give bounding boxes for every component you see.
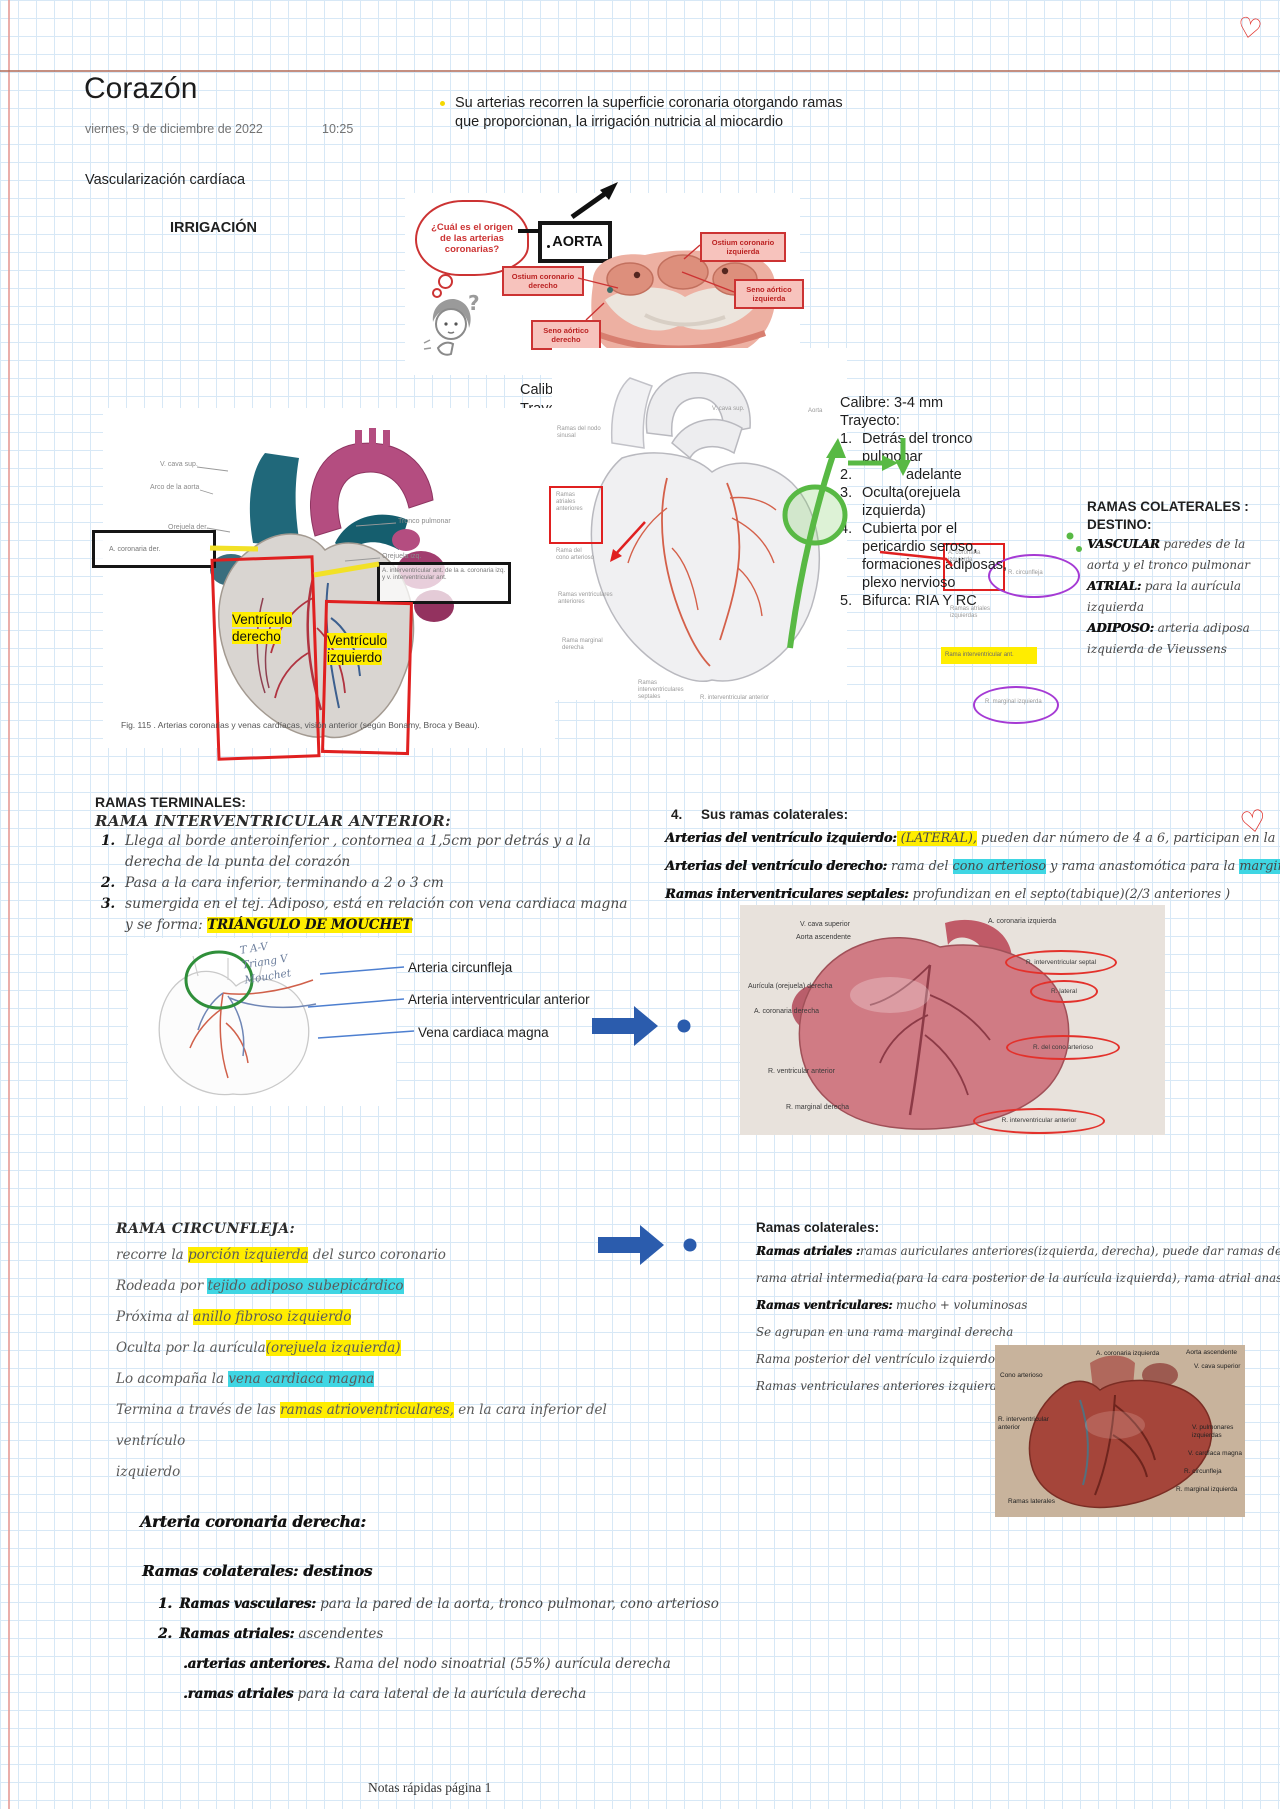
photo-label-coron-der: A. coronaria derecha <box>754 1008 819 1015</box>
label-seno-izquierdo: Seno aórtico izquierda <box>734 279 804 309</box>
thought-bubble-tail <box>438 274 453 289</box>
sketch-label-b2: R. interventricular anterior <box>700 695 770 701</box>
small-heart-photo <box>995 1345 1245 1517</box>
photo-ellipse-1: R. interventricular septal <box>1005 950 1117 975</box>
sketch-label-r4: Rama interventricular ant. <box>945 652 1014 658</box>
label-seno-derecho: Seno aórtico derecho <box>531 320 601 350</box>
circunfleja-block: RAMA CIRCUNFLEJA: recorre la porción izq… <box>116 1221 607 1480</box>
aorta-label: AORTA <box>552 234 603 250</box>
mouchet-label-circunfleja: Arteria circunfleja <box>408 960 513 975</box>
photo-label-marg-der: R. marginal derecha <box>786 1104 850 1111</box>
photo-label-auricula: Aurícula (orejuela) derecha <box>748 983 833 990</box>
derecha-i4: .ramas atriales para la cara lateral de … <box>183 1686 587 1702</box>
derecha-i3: .arterias anteriores. Rama del nodo sino… <box>183 1656 671 1672</box>
left-heart-illustration <box>210 428 454 739</box>
sketch-label-r5: R. marginal izquierda <box>985 699 1042 705</box>
subtitle: Vascularización cardíaca <box>85 172 246 188</box>
derecha-i2: 2. Ramas atriales: ascendentes <box>158 1626 384 1642</box>
redrect-ventriculo-izquierdo <box>321 599 413 756</box>
purple-ellipse-1 <box>988 554 1080 598</box>
sketch-heart-illustration <box>590 372 820 682</box>
photo-ellipse-2: R. lateral <box>1030 980 1098 1003</box>
derecha-i1: 1. Ramas vasculares: para la pared de la… <box>158 1596 719 1612</box>
page-date: viernes, 9 de diciembre de 2022 <box>85 122 263 136</box>
margin-line-horizontal <box>0 70 1280 72</box>
purple-ellipse-2 <box>973 686 1059 724</box>
photo-label-aorta: Aorta ascendente <box>796 934 851 941</box>
aorta-dot <box>547 244 551 248</box>
derecha-h2: Ramas colaterales: destinos <box>142 1562 372 1580</box>
calibre-der: Calibre: 3-4 mm <box>840 395 944 411</box>
label-orejuela-izq: Orejuela izq. <box>382 553 422 560</box>
label-cava-sup: V. cava sup. <box>160 461 198 468</box>
sus-ramas-block: 4.Sus ramas colaterales: Arterias del ve… <box>665 806 1280 908</box>
destino-block: RAMAS COLATERALES : DESTINO: VASCULAR pa… <box>1087 499 1250 656</box>
label-ostium-derecho: Ostium coronario derecho <box>502 266 584 296</box>
thought-bubble-text: ¿Cuál es el origen de las arterias coron… <box>431 221 513 255</box>
thought-bubble: ¿Cuál es el origen de las arterias coron… <box>415 200 529 276</box>
sketch-label-top2: Aorta <box>808 408 823 414</box>
heart-doodle-2: ♡ <box>1237 802 1270 843</box>
sketch-label-top1: V. cava sup. <box>712 406 745 412</box>
label-ostium-izquierdo: Ostium coronario izquierda <box>700 232 786 262</box>
photo-label-vent-ant: R. ventricular anterior <box>768 1068 835 1075</box>
small-label-magna: V. cardíaca magna <box>1188 1450 1242 1457</box>
small-label-aorta: Aorta ascendente <box>1186 1349 1237 1356</box>
terminales-block: RAMAS TERMINALES: RAMA INTERVENTRICULAR … <box>95 794 628 933</box>
trayecto-der-title: Trayecto: <box>840 413 900 429</box>
page-title: Corazón <box>84 72 198 105</box>
mouchet-label-ria: Arteria interventricular anterior <box>408 992 590 1007</box>
colaterales-block: Ramas colaterales: Ramas atriales :ramas… <box>756 1220 1280 1393</box>
page-footer: Notas rápidas página 1 <box>368 1780 492 1795</box>
thought-bubble-tail2 <box>432 288 442 298</box>
aorta-box: AORTA <box>538 221 612 263</box>
derecha-h1: Arteria coronaria derecha: <box>140 1512 366 1531</box>
trayecto-der-list: Calibre: 3-4 mm Trayecto: 1.Detrás del t… <box>840 394 1030 610</box>
small-label-cono: Cono arterioso <box>1000 1372 1043 1379</box>
yellow-mark <box>941 647 1037 664</box>
heart-doodle-icon: ♡ <box>1234 10 1265 47</box>
sketch-redbox-left <box>549 486 603 544</box>
photo-heart-illustration <box>740 905 1165 1135</box>
margin-line-vertical <box>8 0 10 1809</box>
mouchet-label-vena: Vena cardiaca magna <box>418 1025 549 1040</box>
small-label-circ: R. circunfleja <box>1184 1468 1222 1475</box>
bullet-dot <box>440 101 445 106</box>
intro-text: Su arterias recorren la superficie coron… <box>455 95 843 130</box>
small-label-cava: V. cava superior <box>1194 1363 1241 1370</box>
label-arco-aorta: Arco de la aorta <box>150 484 200 491</box>
box-coronaria-der: A. coronaria der. <box>92 530 216 568</box>
page-time: 10:25 <box>322 122 354 136</box>
photo-label-cava: V. cava superior <box>800 921 850 928</box>
small-label-lat: Ramas laterales <box>1008 1498 1055 1505</box>
label-tronco-pulmonar: Tronco pulmonar <box>398 518 451 525</box>
photo-label-coron-izq: A. coronaria izquierda <box>988 918 1057 925</box>
photo-ellipse-3: R. del cono arterioso <box>1006 1035 1120 1060</box>
section-irrigacion: IRRIGACIÓN <box>170 220 257 236</box>
thinking-girl-doodle: ? <box>423 291 480 356</box>
box-interventricular-ant: A. interventricular ant. de la a. corona… <box>377 562 511 604</box>
svg-text:?: ? <box>468 291 480 315</box>
photo-ellipse-4: R. interventricular anterior <box>973 1108 1105 1134</box>
figure-caption: Fig. 115 . Arterias coronarias y venas c… <box>121 720 480 730</box>
small-label-marg: R. marginal izquierda <box>1176 1486 1238 1493</box>
label-orejuela-der: Orejuela der. <box>168 524 209 531</box>
mouchet-sketch <box>158 950 317 1096</box>
small-label-coron-izq: A. coronaria izquierda <box>1096 1350 1160 1357</box>
